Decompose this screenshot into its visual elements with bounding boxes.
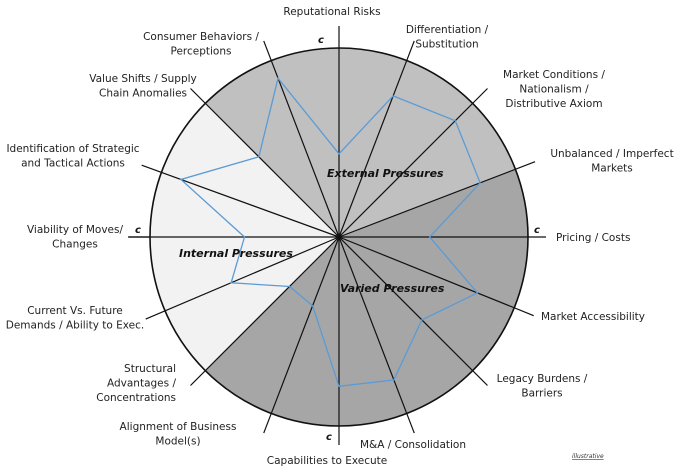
axis-label: Pricing / Costs xyxy=(556,232,630,244)
axis-label-line: Structural xyxy=(124,363,176,375)
axis-label-line: Substitution xyxy=(415,39,478,51)
axis-label-line: Model(s) xyxy=(155,436,200,448)
spoke-line xyxy=(338,40,415,238)
axis-label-line: Reputational Risks xyxy=(283,6,380,18)
axis-label: Reputational Risks xyxy=(283,6,380,18)
axis-label-line: Current Vs. Future xyxy=(27,305,123,317)
series-polygon xyxy=(179,76,481,388)
axis-label-line: Market Accessibility xyxy=(541,311,645,323)
axis-label: Consumer Behaviors / Perceptions xyxy=(143,31,259,58)
axis-label-line: Concentrations xyxy=(96,392,176,404)
axis-label-line: Value Shifts / Supply xyxy=(89,73,197,85)
axis-label-line: Differentiation / xyxy=(406,24,489,36)
sector-label: External Pressures xyxy=(327,167,444,180)
axis-label-line: Identification of Strategic xyxy=(6,143,139,155)
axis-label-line: Distributive Axiom xyxy=(505,98,602,110)
spoke-line xyxy=(338,161,536,238)
axis-label-line: Markets xyxy=(591,163,633,175)
spoke-line xyxy=(338,236,534,317)
axis-label-line: Unbalanced / Imperfect xyxy=(550,148,673,160)
sector-external-pressures xyxy=(205,48,516,237)
sectors-layer xyxy=(149,48,528,426)
spoke-line xyxy=(338,236,488,386)
spoke-line xyxy=(141,164,340,238)
scale-c-label: c xyxy=(135,225,141,236)
axis-label-line: Alignment of Business xyxy=(120,421,237,433)
spoke-line xyxy=(190,236,340,386)
spoke-line xyxy=(263,40,340,238)
axis-label-line: Market Conditions / xyxy=(503,69,605,81)
axis-label-line: Pricing / Costs xyxy=(556,232,630,244)
axis-label-line: Changes xyxy=(52,239,98,251)
axis-label: Viability of Moves/Changes xyxy=(27,224,123,251)
axis-label-line: Legacy Burdens / xyxy=(497,373,588,385)
axis-label-line: Perceptions xyxy=(171,46,232,58)
spoke-line xyxy=(190,88,340,238)
axis-label-line: Chain Anomalies xyxy=(99,88,187,100)
axis-label-line: Advantages / xyxy=(107,378,176,390)
scale-c-label: c xyxy=(326,432,332,443)
spoke-line xyxy=(145,236,340,320)
axis-label-line: Capabilities to Execute xyxy=(267,455,387,467)
c-labels-layer: c c c c xyxy=(128,35,546,443)
axis-label-line: M&A / Consolidation xyxy=(360,439,466,451)
axis-label: Differentiation / Substitution xyxy=(406,24,489,51)
axis-label: Identification of Strategic and Tactical … xyxy=(6,143,139,170)
sector-label: Internal Pressures xyxy=(179,247,293,260)
axis-label-line: Nationalism / xyxy=(519,84,589,96)
axis-label-line: Barriers xyxy=(521,388,562,400)
axis-label-line: Demands / Ability to Exec. xyxy=(6,320,144,332)
scale-c-label: c xyxy=(534,225,540,236)
spokes-layer xyxy=(129,26,536,445)
spoke-line xyxy=(338,236,415,434)
spoke-line xyxy=(338,88,488,238)
sector-label: Varied Pressures xyxy=(340,282,445,295)
axis-label-line: and Tactical Actions xyxy=(21,158,125,170)
axis-label-line: Viability of Moves/ xyxy=(27,224,123,236)
axis-label-line: Consumer Behaviors / xyxy=(143,31,259,43)
scale-c-label: c xyxy=(318,35,324,46)
sector-varied-pressures xyxy=(205,169,528,426)
illustrative-note: illustrative xyxy=(572,453,604,460)
axis-label: Market Conditions / Nationalism / Distribu… xyxy=(503,69,605,110)
axis-label: M&A / Consolidation xyxy=(360,439,466,451)
axis-label: Market Accessibility xyxy=(541,311,645,323)
center-point xyxy=(336,234,342,240)
axis-label: Legacy Burdens / Barriers xyxy=(497,373,588,400)
spoke-line xyxy=(263,236,340,434)
axis-label: Capabilities to Execute xyxy=(267,455,387,467)
